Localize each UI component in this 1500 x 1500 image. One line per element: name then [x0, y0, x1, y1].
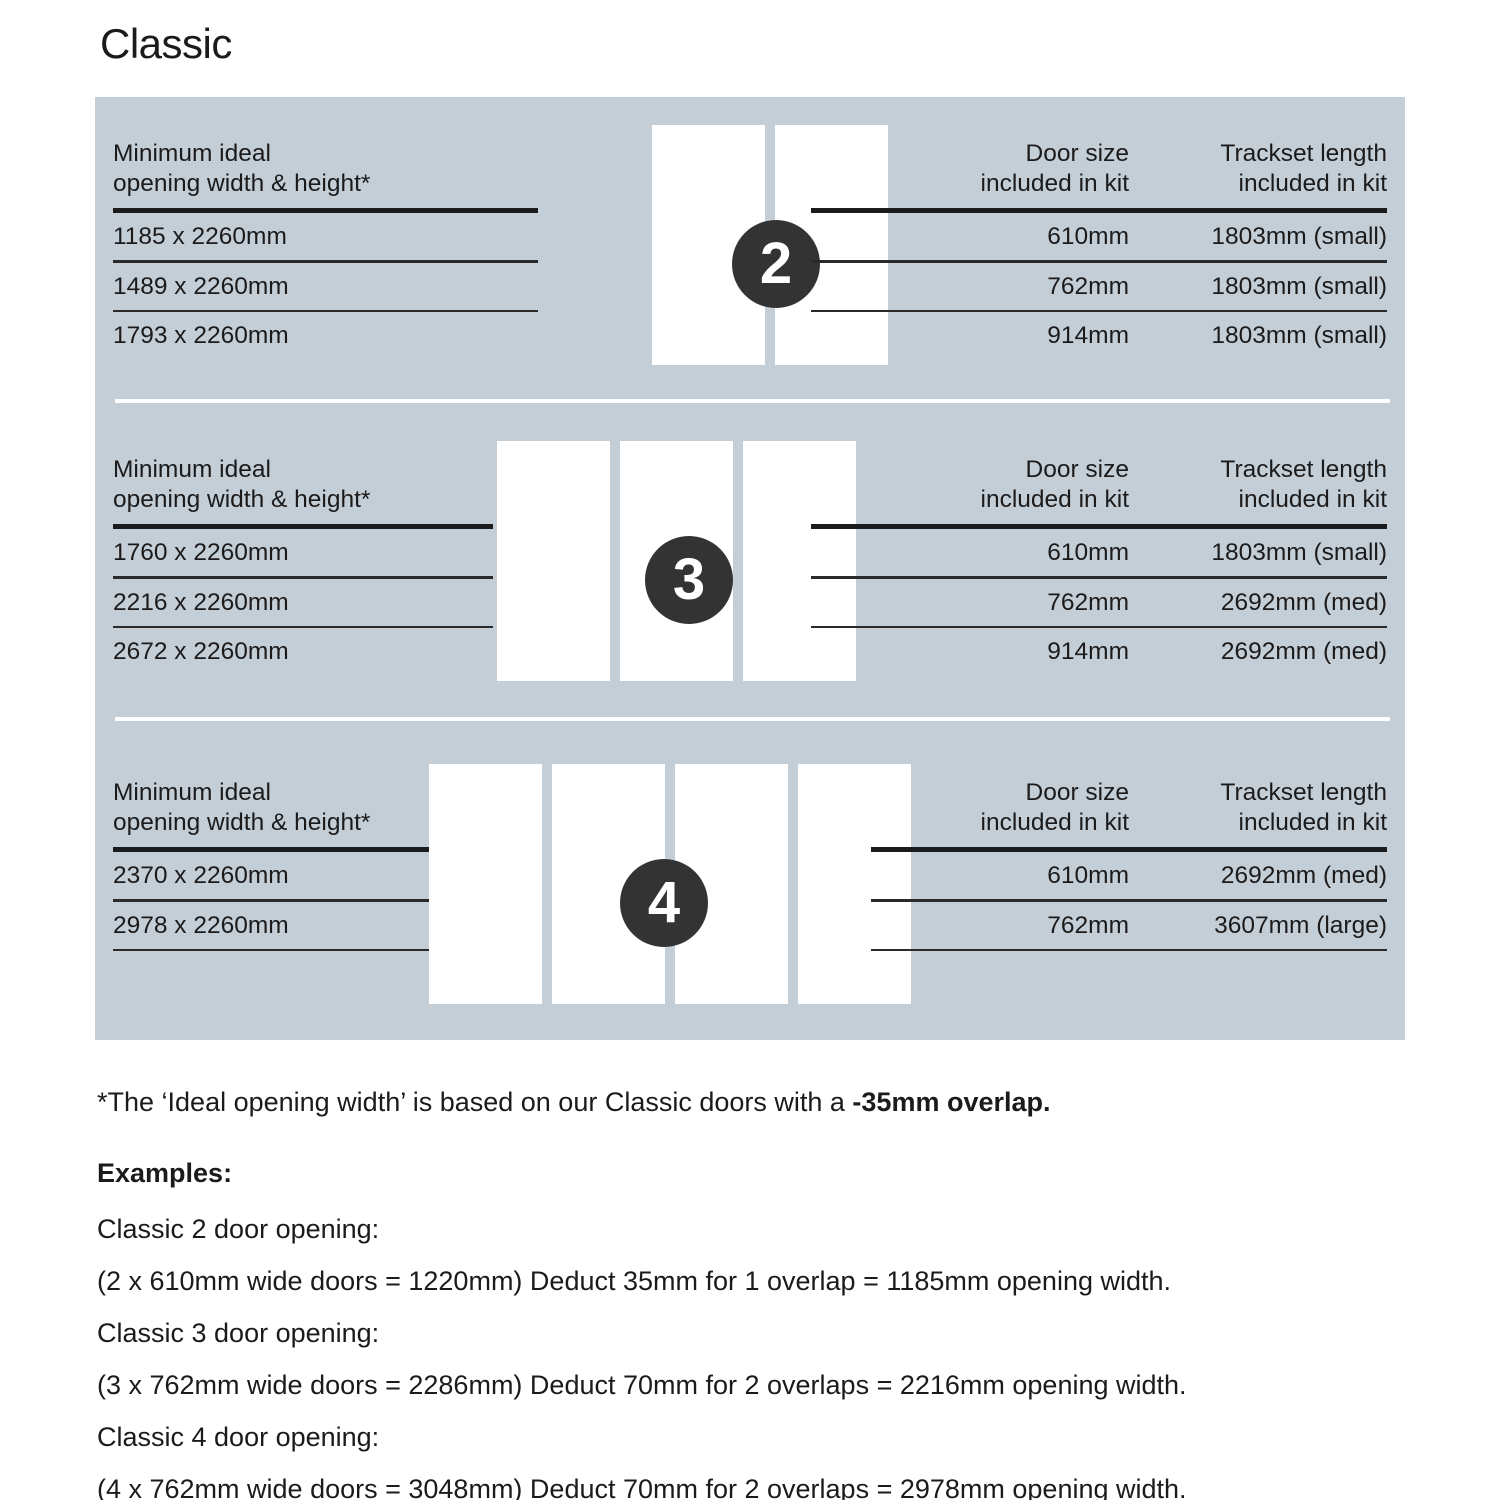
door-panel	[798, 764, 911, 1004]
row-rule	[113, 576, 493, 579]
table-cell-door-size: 914mm	[1047, 638, 1129, 665]
row-rule	[113, 948, 436, 951]
table-cell-trackset: 2692mm (med)	[1220, 638, 1387, 665]
spec-panel: Minimum ideal opening width & height* 11…	[95, 97, 1405, 1040]
door-panel	[743, 441, 856, 681]
header-rule	[871, 847, 1387, 852]
table-cell-door-size: 610mm	[1047, 539, 1129, 566]
table-cell-trackset: 2692mm (med)	[1220, 862, 1387, 889]
list-item: (3 x 762mm wide doors = 2286mm) Deduct 7…	[97, 1370, 1187, 1400]
section-3-door: Minimum ideal opening width & height* 17…	[95, 403, 1405, 717]
header-rule	[113, 208, 538, 213]
door-diagram-3	[497, 441, 856, 681]
header-rule	[113, 524, 493, 529]
table-row: 2672 x 2260mm	[113, 638, 289, 665]
row-rule	[871, 899, 1387, 902]
row-rule	[113, 309, 538, 312]
table-cell-door-size: 610mm	[1047, 223, 1129, 250]
footnote: *The ‘Ideal opening width’ is based on o…	[97, 1085, 1051, 1119]
table-row: 1489 x 2260mm	[113, 272, 289, 300]
table-cell-trackset: 1803mm (small)	[1211, 272, 1387, 300]
column-header-opening: Minimum ideal opening width & height*	[113, 140, 371, 197]
table-row: 1760 x 2260mm	[113, 539, 289, 566]
section-2-door: Minimum ideal opening width & height* 11…	[95, 97, 1405, 399]
examples-list: Classic 2 door opening: (2 x 610mm wide …	[97, 1203, 1187, 1500]
footnote-bold: -35mm overlap.	[852, 1087, 1051, 1117]
row-rule	[811, 576, 1387, 579]
column-header-trackset: Trackset length included in kit	[1220, 456, 1387, 513]
header-rule	[113, 847, 436, 852]
table-row: 2978 x 2260mm	[113, 911, 289, 939]
row-rule	[113, 899, 436, 902]
table-cell-door-size: 610mm	[1047, 862, 1129, 889]
section-4-door: Minimum ideal opening width & height* 23…	[95, 721, 1405, 1040]
column-header-trackset: Trackset length included in kit	[1220, 779, 1387, 836]
opening-column: Minimum ideal opening width & height* 23…	[113, 778, 436, 951]
list-item: (4 x 762mm wide doors = 3048mm) Deduct 7…	[97, 1474, 1187, 1500]
list-item: Classic 4 door opening:	[97, 1422, 380, 1452]
page-title: Classic	[100, 20, 232, 67]
column-header-trackset: Trackset length included in kit	[1220, 140, 1387, 197]
door-diagram-4	[429, 764, 911, 1004]
table-row: 2216 x 2260mm	[113, 588, 289, 616]
row-rule	[811, 260, 1387, 263]
opening-column: Minimum ideal opening width & height* 11…	[113, 139, 538, 359]
table-cell-trackset: 3607mm (large)	[1214, 911, 1387, 939]
list-item: (2 x 610mm wide doors = 1220mm) Deduct 3…	[97, 1266, 1172, 1296]
kit-columns: Door size included in kit Trackset lengt…	[871, 778, 1387, 951]
footnote-text: *The ‘Ideal opening width’ is based on o…	[97, 1087, 853, 1117]
column-header-opening: Minimum ideal opening width & height*	[113, 456, 371, 513]
table-cell-door-size: 762mm	[1047, 272, 1129, 300]
column-header-door-size: Door size included in kit	[980, 456, 1129, 513]
row-rule	[871, 948, 1387, 951]
row-rule	[811, 625, 1387, 628]
panel-divider	[115, 399, 1390, 403]
opening-column: Minimum ideal opening width & height* 17…	[113, 455, 493, 675]
table-cell-trackset: 2692mm (med)	[1220, 588, 1387, 616]
kit-columns: Door size included in kit Trackset lengt…	[811, 139, 1387, 359]
door-count-badge: 4	[620, 859, 708, 947]
column-header-opening: Minimum ideal opening width & height*	[113, 779, 371, 836]
examples-heading: Examples:	[97, 1158, 233, 1188]
door-panel	[429, 764, 542, 1004]
door-count-badge: 3	[645, 536, 733, 624]
door-count-badge: 2	[732, 220, 820, 308]
table-cell-door-size: 762mm	[1047, 588, 1129, 616]
header-rule	[811, 524, 1387, 529]
header-rule	[811, 208, 1387, 213]
column-header-door-size: Door size included in kit	[980, 779, 1129, 836]
table-cell-trackset: 1803mm (small)	[1211, 223, 1387, 250]
door-panel	[497, 441, 610, 681]
kit-columns: Door size included in kit Trackset lengt…	[811, 455, 1387, 675]
table-cell-trackset: 1803mm (small)	[1211, 322, 1387, 349]
column-header-door-size: Door size included in kit	[980, 140, 1129, 197]
table-row: 2370 x 2260mm	[113, 862, 289, 889]
panel-divider	[115, 717, 1390, 721]
table-cell-door-size: 762mm	[1047, 911, 1129, 939]
list-item: Classic 3 door opening:	[97, 1318, 380, 1348]
row-rule	[811, 309, 1387, 312]
list-item: Classic 2 door opening:	[97, 1214, 380, 1244]
table-cell-trackset: 1803mm (small)	[1211, 539, 1387, 566]
row-rule	[113, 625, 493, 628]
table-row: 1185 x 2260mm	[113, 223, 287, 250]
table-row: 1793 x 2260mm	[113, 322, 289, 349]
row-rule	[113, 260, 538, 263]
table-cell-door-size: 914mm	[1047, 322, 1129, 349]
